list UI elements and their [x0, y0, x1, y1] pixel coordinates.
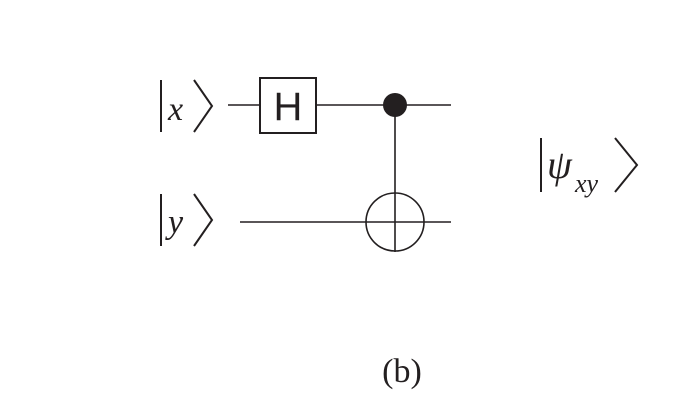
cnot-gate — [365, 93, 425, 252]
ket-x-label: x — [167, 91, 183, 128]
input-ket-x: x — [160, 79, 214, 133]
ket-psi-subscript: xy — [574, 169, 599, 198]
ket-x-angle — [193, 79, 214, 133]
input-ket-y: y — [160, 193, 214, 247]
ket-y-label: y — [165, 204, 184, 241]
output-ket-psi: ψ xy — [540, 137, 639, 198]
hadamard-gate-box — [259, 77, 317, 134]
ket-psi-angle — [614, 137, 639, 193]
figure-caption: (b) — [382, 353, 422, 390]
cnot-control-dot — [383, 93, 407, 117]
ket-y-angle — [193, 193, 214, 247]
hadamard-gate-label: H — [274, 85, 303, 129]
hadamard-gate: H — [259, 77, 317, 134]
ket-psi-label: ψ — [547, 142, 573, 187]
cnot-target-circle — [365, 192, 425, 252]
